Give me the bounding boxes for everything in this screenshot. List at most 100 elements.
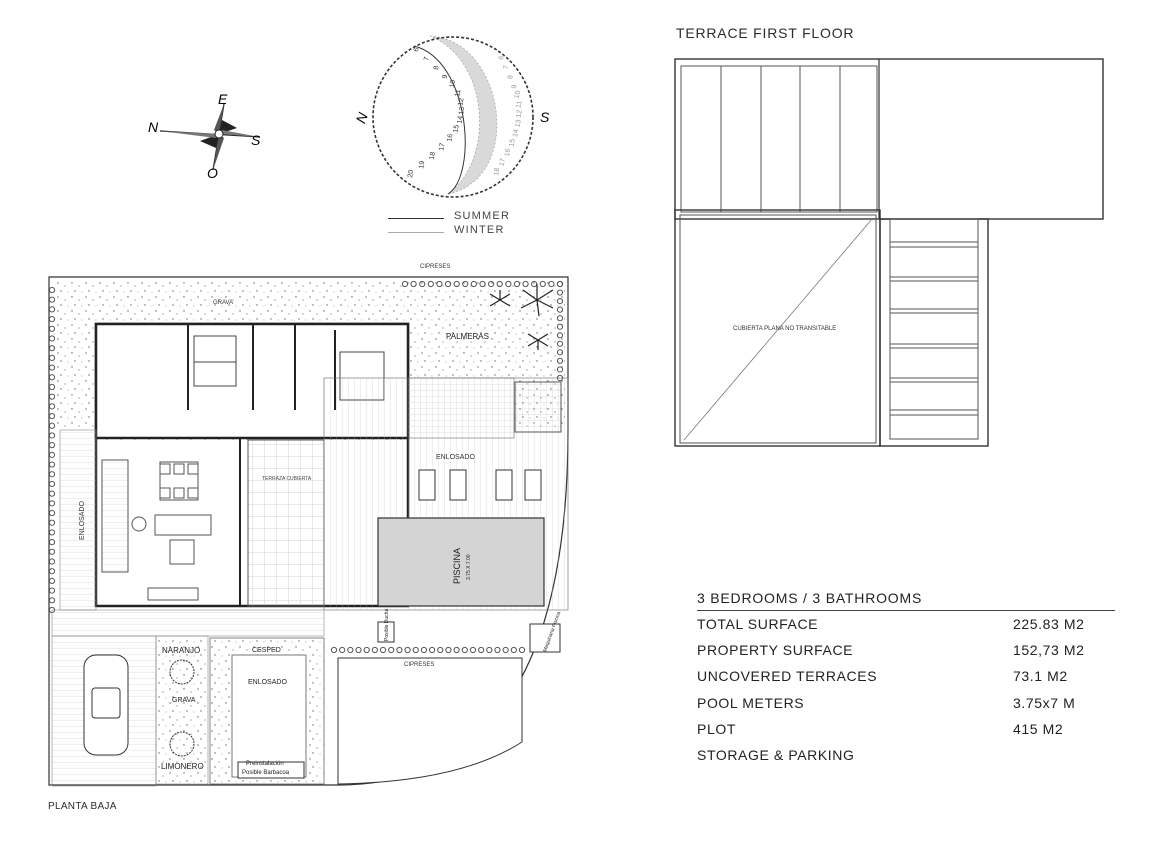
enlosado-deck-label: ENLOSADO: [436, 454, 475, 461]
cypress-tree: [48, 597, 56, 604]
planta-baja-label: PLANTA BAJA: [48, 801, 117, 812]
compass-n-label: N: [148, 119, 159, 135]
sun-hour-label: 18: [493, 167, 501, 176]
sun-s-label: S: [540, 109, 550, 125]
sun-hour-label: 14: [512, 129, 520, 138]
spec-label: TOTAL SURFACE: [697, 616, 819, 633]
cypress-tree: [371, 646, 378, 654]
ducha-label: Posible Ducha: [384, 609, 390, 641]
cypress-tree: [401, 280, 409, 288]
grava-top-label: GRAVA: [213, 300, 233, 306]
spec-row: TOTAL SURFACE 225.83 M2: [697, 611, 1115, 637]
cypress-tree: [427, 280, 434, 288]
cypress-tree: [48, 519, 56, 526]
cypress-tree: [436, 280, 443, 288]
sun-hour-label: 20: [407, 169, 415, 178]
cypress-tree: [363, 646, 370, 654]
winter-legend-line: [388, 232, 444, 233]
cypress-tree: [48, 354, 56, 361]
sun-hour-label: 8: [433, 65, 441, 70]
cypress-tree: [556, 366, 564, 373]
cypress-tree: [556, 332, 564, 339]
cypress-tree: [48, 471, 56, 478]
compass-rose: N E S O: [148, 91, 261, 181]
compass-o-label: O: [207, 165, 218, 181]
cypress-tree: [404, 646, 411, 654]
terrace-first-floor-title: TERRACE FIRST FLOOR: [676, 25, 855, 41]
sun-hour-label: 11: [515, 100, 523, 108]
sun-hour-label: 15: [508, 138, 516, 147]
cypress-tree: [48, 480, 56, 488]
compass-s-label: S: [251, 132, 261, 148]
cypress-tree: [48, 383, 56, 391]
cypress-tree: [502, 646, 509, 654]
sun-hour-label: 11: [454, 89, 462, 97]
cypress-tree: [48, 442, 56, 449]
cypress-tree: [556, 297, 564, 305]
cypress-tree: [48, 306, 56, 313]
cypress-tree: [48, 577, 56, 585]
property-summary: 3 BEDROOMS / 3 BATHROOMS TOTAL SURFACE 2…: [697, 590, 1115, 768]
winter-legend-label: WINTER: [454, 224, 505, 236]
cypress-tree: [410, 280, 417, 288]
cesped-label: CESPED: [252, 647, 281, 654]
cypress-tree: [339, 646, 346, 654]
cypress-tree: [48, 529, 56, 536]
grava-bottom-label: GRAVA: [172, 697, 196, 704]
cypress-tree: [48, 335, 56, 342]
cypress-tree: [556, 323, 564, 330]
spec-label: UNCOVERED TERRACES: [697, 668, 878, 685]
sun-hour-label: 17: [499, 158, 507, 167]
cypress-tree: [437, 646, 444, 654]
cypress-tree: [48, 286, 56, 294]
spec-value: 73.1 M2: [1013, 668, 1068, 685]
cipreses-bottom-label: CIPRESES: [404, 662, 434, 668]
spec-row: POOL METERS 3.75x7 M: [697, 690, 1115, 716]
compass-e-label: E: [218, 91, 228, 107]
cypress-tree: [556, 315, 564, 322]
summer-legend-line: [388, 218, 444, 219]
cypress-tree: [556, 349, 564, 356]
sun-hour-label: 6: [498, 55, 506, 60]
cypress-tree: [48, 325, 56, 332]
cypress-tree: [469, 646, 477, 654]
cypress-tree: [388, 646, 395, 654]
limonero-label: LIMONERO: [161, 762, 204, 771]
cypress-tree: [453, 646, 460, 654]
cypress-tree: [48, 403, 56, 410]
spec-value: 225.83 M2: [1013, 616, 1085, 633]
spec-row: PLOT 415 M2: [697, 716, 1115, 742]
cypress-tree: [479, 280, 486, 288]
cypress-tree: [48, 315, 56, 323]
cypress-tree: [48, 539, 56, 546]
cypress-tree: [419, 280, 426, 288]
enlosado-bottom-label: ENLOSADO: [248, 679, 287, 686]
summer-legend-label: SUMMER: [454, 210, 511, 222]
cypress-tree: [462, 280, 469, 288]
spec-row: STORAGE & PARKING: [697, 742, 1115, 768]
spec-label: POOL METERS: [697, 694, 805, 711]
cypress-tree: [48, 548, 56, 555]
barbacoa-label: Posible Barbacoa: [242, 770, 290, 776]
cypress-tree: [396, 646, 403, 654]
cypress-tree: [330, 646, 338, 654]
sun-hour-label: 6: [413, 47, 421, 52]
cypress-tree: [420, 646, 428, 654]
cypress-tree: [48, 558, 56, 565]
sun-hour-label: 7: [503, 65, 511, 70]
spec-label: PROPERTY SURFACE: [697, 642, 854, 659]
cypress-tree: [494, 646, 501, 654]
cypress-tree: [548, 280, 555, 288]
cypress-tree: [48, 364, 56, 371]
cypress-tree: [355, 646, 362, 654]
cypress-tree: [48, 393, 56, 400]
sun-hour-label: 10: [514, 90, 522, 99]
cypress-tree: [513, 280, 521, 288]
cypress-tree: [48, 412, 56, 420]
spec-row: UNCOVERED TERRACES 73.1 M2: [697, 663, 1115, 689]
terrace-covered-label: TERRAZA CUBIERTA: [262, 476, 312, 482]
cypress-tree: [48, 422, 56, 429]
terrace-roof-label: CUBIERTA PLANA NO TRANSITABLE: [733, 326, 836, 332]
